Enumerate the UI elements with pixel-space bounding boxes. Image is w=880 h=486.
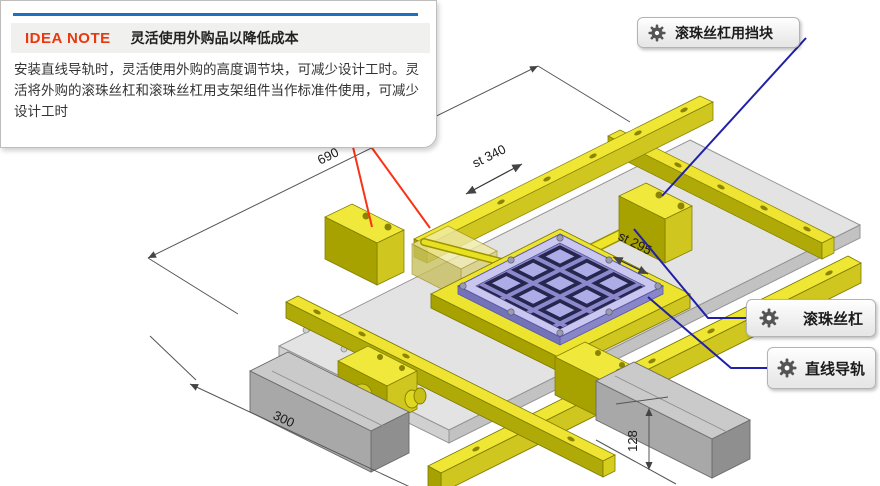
dim-128: [595, 396, 677, 485]
callout-linear-guide-label: 直线导轨: [805, 360, 866, 378]
left-guide-rail: [285, 295, 616, 478]
note-header: IDEA NOTE 灵活使用外购品以降低成本: [11, 23, 430, 53]
note-top-rule: [13, 13, 418, 16]
dim-st340: [465, 163, 523, 195]
dim-st340-label: st 340: [470, 141, 508, 170]
left-bearing-block: [324, 203, 405, 286]
gear-icon: [648, 23, 666, 42]
callout-ballscrew-stop-label: 滚珠丝杠用挡块: [675, 24, 773, 41]
right-bearing-block: [618, 182, 693, 264]
dim-128-label: 128: [625, 430, 640, 452]
gear-icon: [759, 308, 779, 328]
left-motor: [248, 351, 427, 473]
dim-st295: [612, 256, 649, 275]
right-motor: [594, 361, 752, 479]
note-body: 安装直线导轨时，灵活使用外购的高度调节块，可减少设计工时。灵活将外购的滚珠丝杠和…: [14, 62, 419, 119]
callout-linear-guide-button[interactable]: 直线导轨: [767, 347, 876, 389]
dim-300: [149, 335, 410, 486]
idea-note-box: IDEA NOTE 灵活使用外购品以降低成本 安装直线导轨时，灵活使用外购的高度…: [0, 0, 437, 148]
note-title: 灵活使用外购品以降低成本: [130, 30, 299, 46]
callout-ballscrew-button[interactable]: 滚珠丝杠: [746, 299, 876, 337]
idea-note-label: IDEA NOTE: [25, 29, 111, 47]
gear-icon: [777, 358, 797, 378]
callout-ballscrew-stop-button[interactable]: 滚珠丝杠用挡块: [637, 17, 800, 48]
dim-690: [147, 65, 631, 315]
red-leader-lines: [352, 146, 431, 229]
callout-ballscrew-label: 滚珠丝杠: [802, 310, 863, 328]
blue-leader-lines: [633, 37, 807, 369]
fixture-plate: [456, 233, 665, 346]
